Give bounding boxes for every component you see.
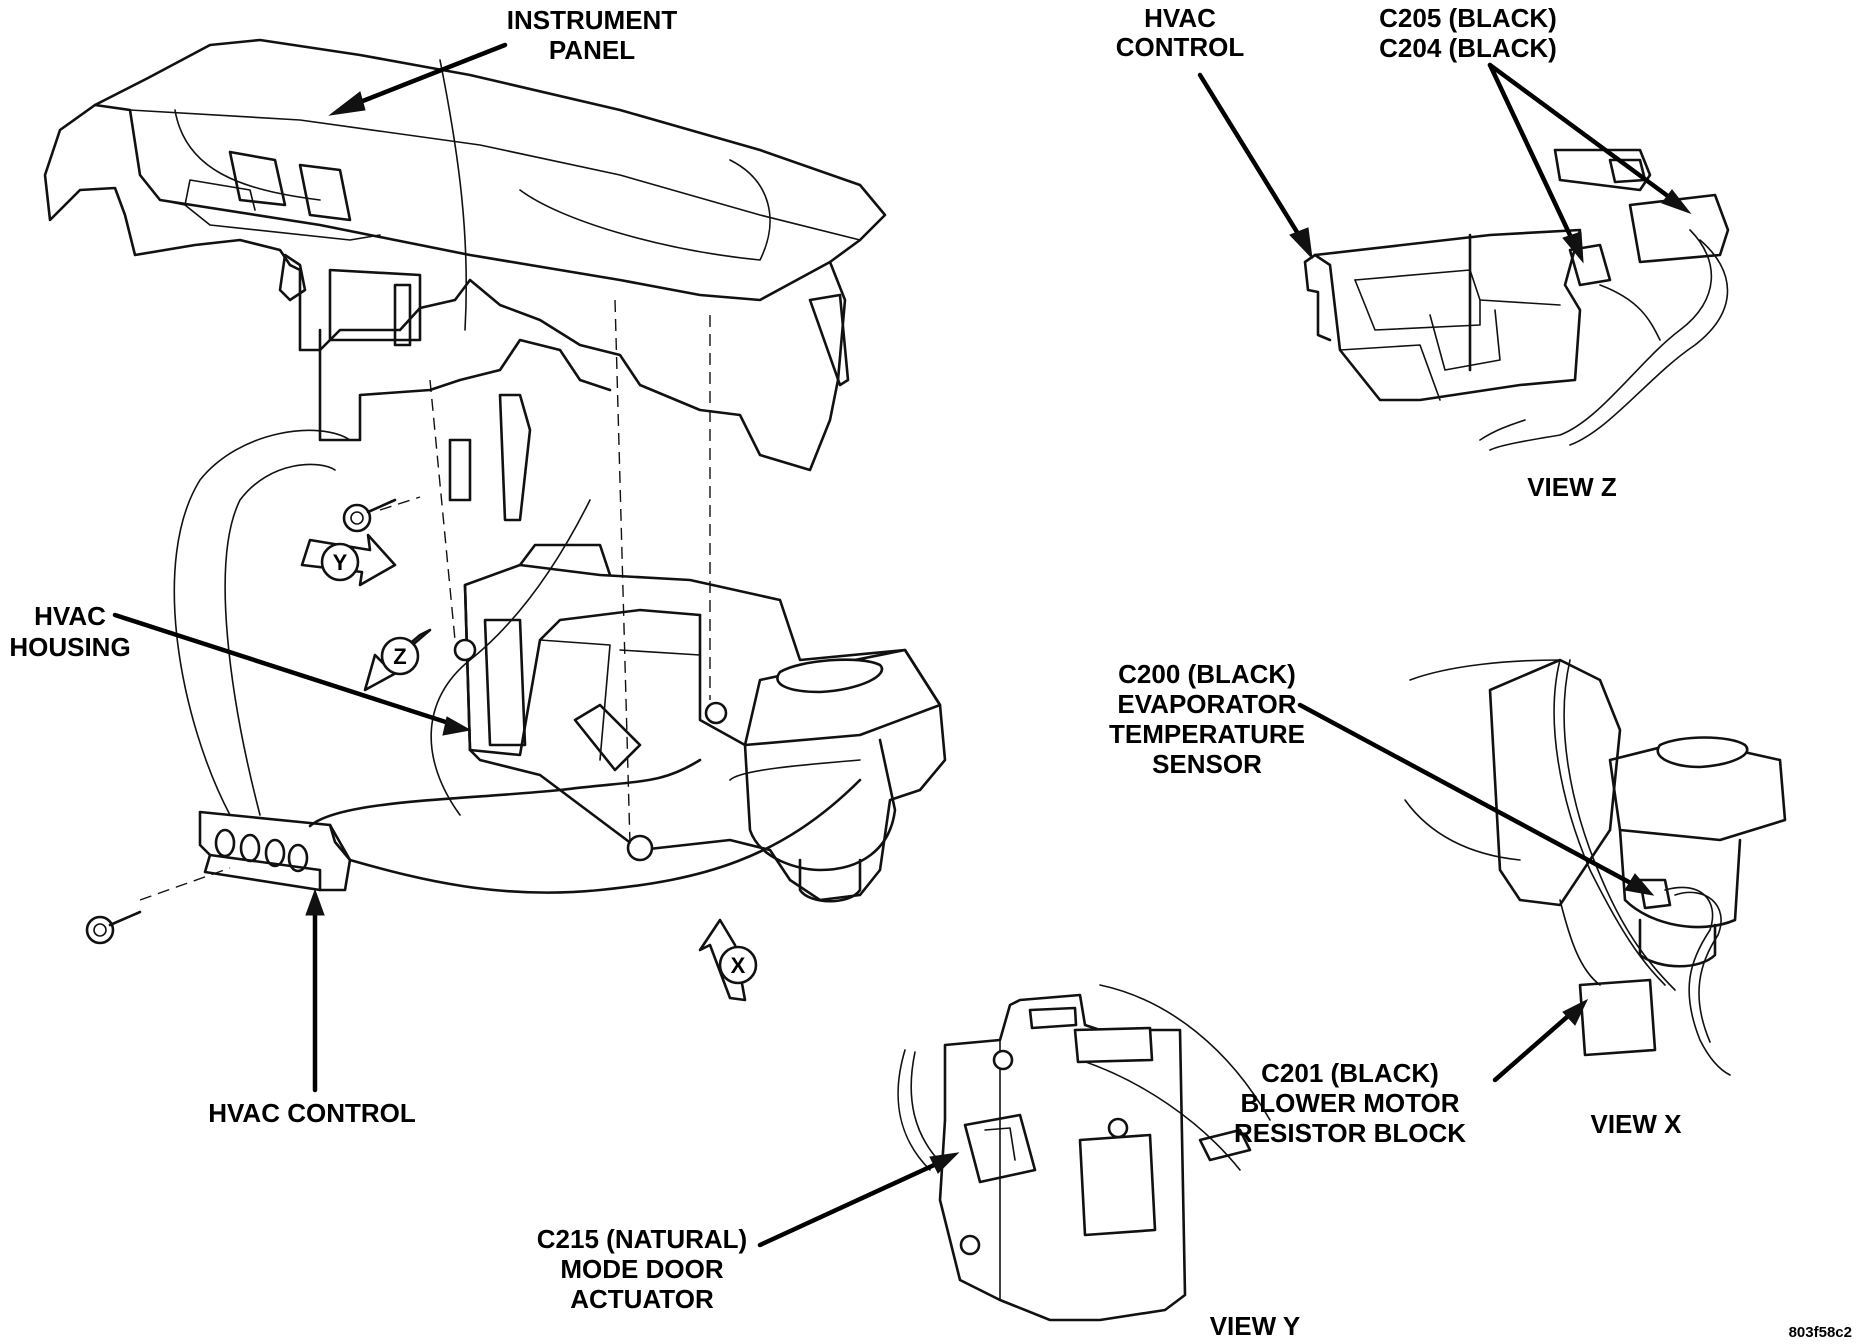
svg-text:SENSOR: SENSOR bbox=[1152, 749, 1262, 779]
svg-text:ACTUATOR: ACTUATOR bbox=[570, 1284, 714, 1314]
svg-text:HVAC: HVAC bbox=[1144, 3, 1216, 33]
svg-text:HVAC: HVAC bbox=[34, 601, 106, 631]
svg-text:Z: Z bbox=[393, 644, 406, 669]
svg-text:C204 (BLACK): C204 (BLACK) bbox=[1379, 33, 1557, 63]
label-c205-c204: C205 (BLACK) C204 (BLACK) bbox=[1379, 3, 1557, 63]
instrument-panel-illustration bbox=[43, 38, 887, 522]
svg-text:EVAPORATOR: EVAPORATOR bbox=[1117, 689, 1296, 719]
svg-text:INSTRUMENT: INSTRUMENT bbox=[507, 5, 678, 35]
svg-text:C201 (BLACK): C201 (BLACK) bbox=[1261, 1058, 1439, 1088]
wiring-harness-main bbox=[139, 299, 862, 901]
figure-id: 803f58c2 bbox=[1789, 1324, 1852, 1341]
label-hvac-control-bottom: HVAC CONTROL bbox=[208, 1098, 416, 1128]
view-marker-x: X bbox=[698, 918, 758, 1002]
label-c201: C201 (BLACK) BLOWER MOTOR RESISTOR BLOCK bbox=[1234, 1058, 1466, 1148]
svg-text:C205 (BLACK): C205 (BLACK) bbox=[1379, 3, 1557, 33]
svg-text:CONTROL: CONTROL bbox=[1116, 32, 1245, 62]
view-y-illustration bbox=[897, 984, 1271, 1322]
screws bbox=[85, 498, 397, 945]
label-c200: C200 (BLACK) EVAPORATOR TEMPERATURE SENS… bbox=[1109, 659, 1305, 779]
svg-text:TEMPERATURE: TEMPERATURE bbox=[1109, 719, 1305, 749]
hvac-control-panel-illustration bbox=[198, 810, 352, 892]
svg-text:Y: Y bbox=[333, 550, 348, 575]
svg-text:HVAC CONTROL: HVAC CONTROL bbox=[208, 1098, 416, 1128]
hvac-housing-illustration bbox=[453, 543, 947, 903]
svg-text:C215 (NATURAL): C215 (NATURAL) bbox=[537, 1224, 747, 1254]
svg-text:C200 (BLACK): C200 (BLACK) bbox=[1118, 659, 1296, 689]
view-y-title: VIEW Y bbox=[1210, 1311, 1301, 1341]
view-z-title: VIEW Z bbox=[1527, 472, 1617, 502]
label-hvac-housing: HVAC HOUSING bbox=[9, 601, 130, 662]
label-instrument-panel: INSTRUMENT PANEL bbox=[507, 5, 678, 65]
svg-text:PANEL: PANEL bbox=[549, 35, 635, 65]
svg-text:HOUSING: HOUSING bbox=[9, 632, 130, 662]
view-marker-z: Z bbox=[363, 628, 432, 692]
leader-lines bbox=[112, 42, 1692, 1248]
view-z-illustration bbox=[1303, 148, 1730, 451]
svg-text:BLOWER MOTOR: BLOWER MOTOR bbox=[1240, 1088, 1459, 1118]
svg-text:MODE DOOR: MODE DOOR bbox=[560, 1254, 723, 1284]
view-marker-y: Y bbox=[300, 533, 397, 587]
svg-text:X: X bbox=[731, 953, 746, 978]
label-hvac-control-top: HVAC CONTROL bbox=[1116, 3, 1245, 62]
view-x-illustration bbox=[1404, 658, 1787, 1076]
view-x-title: VIEW X bbox=[1590, 1109, 1682, 1139]
label-c215: C215 (NATURAL) MODE DOOR ACTUATOR bbox=[537, 1224, 747, 1314]
view-titles: VIEW Z VIEW X VIEW Y bbox=[1210, 472, 1682, 1341]
svg-text:RESISTOR BLOCK: RESISTOR BLOCK bbox=[1234, 1118, 1466, 1148]
